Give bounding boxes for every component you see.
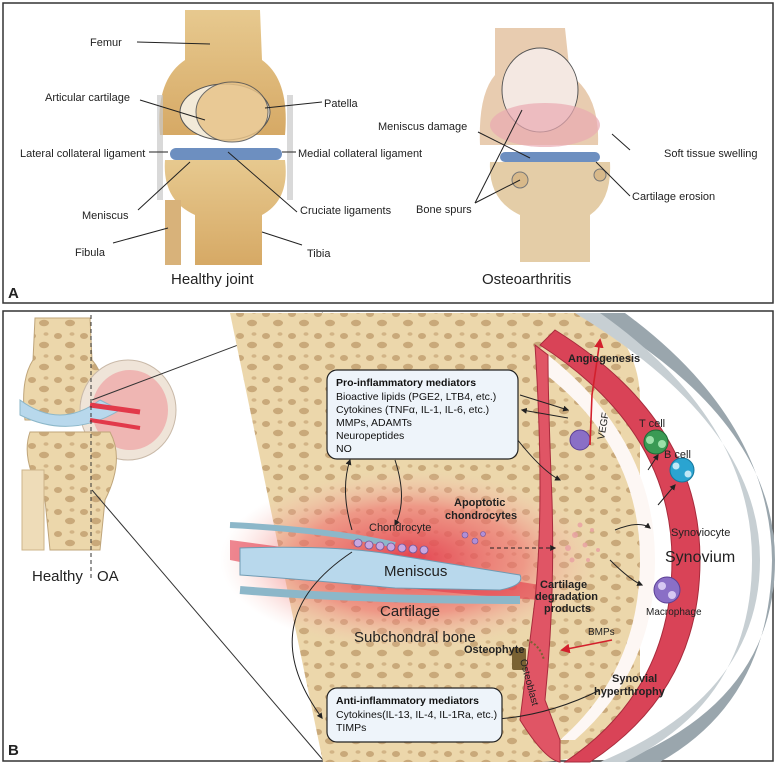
pro-box-line-4: Neuropeptides [336, 430, 404, 442]
label-cartilage-erosion: Cartilage erosion [632, 191, 715, 203]
label-apoptotic-2: chondrocytes [445, 510, 517, 522]
label-soft-tissue: Soft tissue swelling [664, 148, 758, 160]
pro-inflammatory-box: Pro-inflammatory mediators Bioactive lip… [326, 369, 519, 460]
label-vegf: VEGF [596, 412, 612, 441]
label-cartilage: Cartilage [380, 603, 440, 620]
label-small-oa: OA [97, 568, 119, 585]
caption-osteoarthritis: Osteoarthritis [482, 271, 571, 288]
panel-b-letter: B [8, 742, 19, 759]
label-t-cell: T cell [639, 418, 665, 430]
pro-box-line-1: Bioactive lipids (PGE2, LTB4, etc.) [336, 391, 496, 403]
label-femur: Femur [90, 37, 122, 49]
pro-box-title: Pro-inflammatory mediators [336, 377, 476, 389]
zoom-line-bottom [91, 489, 324, 761]
label-subchondral: Subchondral bone [354, 629, 476, 646]
vegf-arrow [589, 338, 604, 446]
label-tibia: Tibia [307, 248, 331, 260]
macrophage-icon [653, 576, 681, 604]
panel-a-leader-lines [112, 41, 631, 246]
label-degradation-2: degradation [535, 591, 598, 603]
anti-box-line-1: Cytokines(IL-13, IL-4, IL-1Ra, etc.) [336, 709, 497, 721]
label-bone-spurs: Bone spurs [416, 204, 472, 216]
label-degradation-3: products [544, 603, 591, 615]
label-fibula: Fibula [75, 247, 106, 259]
label-macrophage: Macrophage [646, 607, 702, 618]
b-cell-icon [669, 457, 695, 483]
label-synoviocyte: Synoviocyte [671, 527, 730, 539]
label-lateral-collateral: Lateral collateral ligament [20, 148, 145, 160]
label-chondrocyte: Chondrocyte [369, 522, 431, 534]
bmps-arrow [560, 639, 613, 654]
label-b-cell: B cell [664, 449, 691, 461]
small-joint-illustration [19, 317, 177, 551]
caption-healthy-joint: Healthy joint [171, 271, 254, 288]
panel-b-arrows [291, 394, 676, 723]
label-osteophyte: Osteophyte [464, 644, 525, 656]
label-bmps: BMPs [588, 627, 615, 638]
pro-box-line-5: NO [336, 443, 352, 455]
label-synovial-1: Synovial [612, 673, 657, 685]
label-synovium: Synovium [665, 549, 735, 566]
label-medial-collateral: Medial collateral ligament [298, 148, 422, 160]
anti-inflammatory-box: Anti-inflammatory mediators Cytokines(IL… [326, 687, 503, 743]
panel-a-frame [2, 2, 774, 304]
label-angiogenesis: Angiogenesis [568, 353, 640, 365]
label-apoptotic-1: Apoptotic [454, 497, 505, 509]
panel-a-letter: A [8, 285, 19, 302]
label-meniscus-damage: Meniscus damage [378, 121, 467, 133]
label-cruciate: Cruciate ligaments [300, 205, 392, 217]
healthy-knee-illustration [157, 10, 293, 265]
pro-box-line-2: Cytokines (TNFα, IL-1, IL-6, etc.) [336, 404, 489, 416]
label-degradation-1: Cartilage [540, 579, 587, 591]
label-articular-cartilage: Articular cartilage [45, 92, 130, 104]
label-synovial-2: hyperthrophy [594, 686, 666, 698]
anti-box-title: Anti-inflammatory mediators [336, 695, 479, 707]
label-patella: Patella [324, 98, 359, 110]
label-meniscus-a: Meniscus [82, 210, 129, 222]
anti-box-line-2: TIMPs [336, 722, 366, 734]
angiogenesis-cell-icon [569, 429, 591, 451]
pro-box-line-3: MMPs, ADAMTs [336, 417, 412, 429]
osteoblast-cell-icon [512, 648, 526, 670]
label-small-healthy: Healthy [32, 568, 83, 585]
label-meniscus-b: Meniscus [384, 563, 447, 580]
